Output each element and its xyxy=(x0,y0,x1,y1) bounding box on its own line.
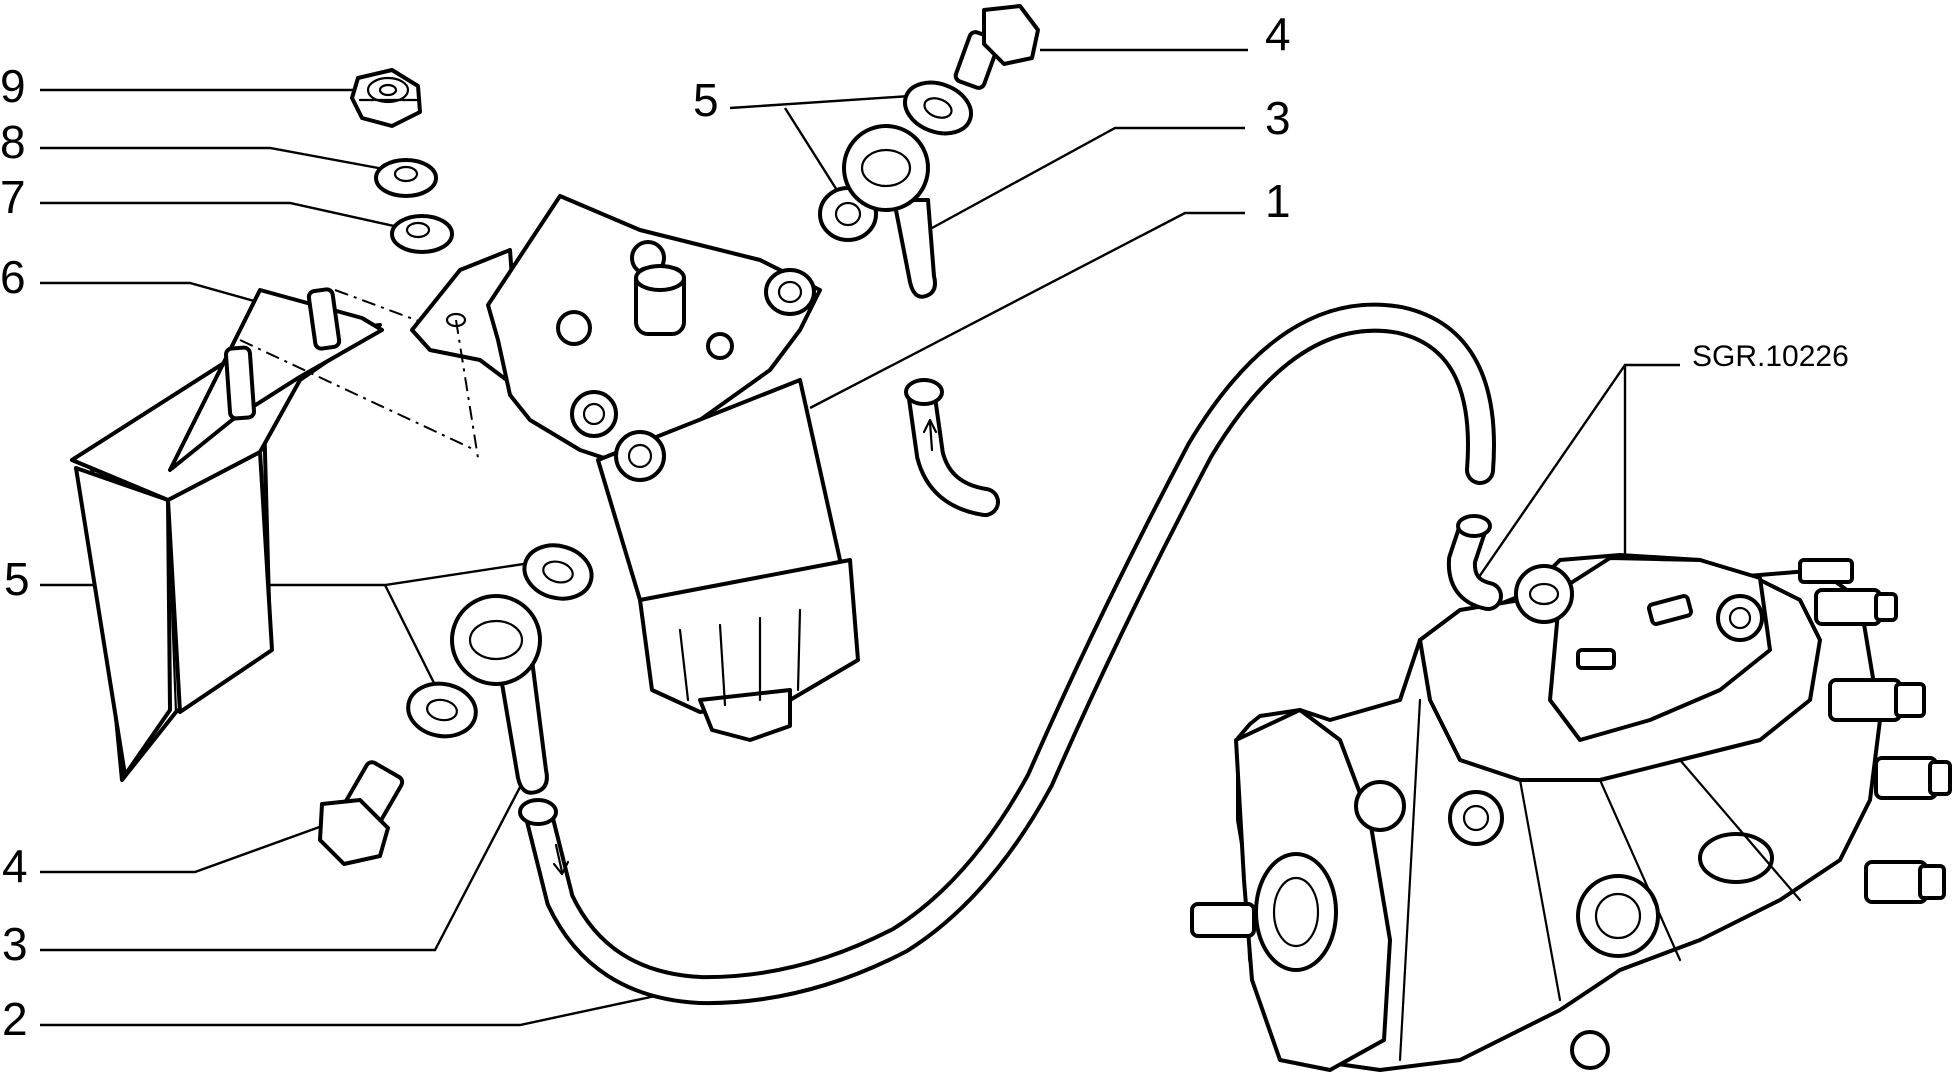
callout-5-left: 5 xyxy=(4,553,30,605)
pump-inlet-fitting xyxy=(1446,514,1574,624)
banjo-bolt-part-4-left xyxy=(318,760,405,866)
fuel-filter-part-1 xyxy=(410,194,860,742)
washer-part-5-left-a xyxy=(522,543,594,601)
delivery-valve-4 xyxy=(1814,588,1898,626)
washer-part-5-left-b xyxy=(406,681,478,739)
callout-4-top: 4 xyxy=(1265,8,1291,60)
callout-9: 9 xyxy=(0,60,26,112)
callout-4-left: 4 xyxy=(2,840,28,892)
callout-7: 7 xyxy=(0,171,26,223)
callout-labels: 9 8 7 6 5 4 3 2 5 4 3 1 SGR.10226 xyxy=(0,8,1849,1045)
callout-3-top: 3 xyxy=(1265,92,1291,144)
leader-lines xyxy=(40,48,1680,1027)
washer-part-5-top-a xyxy=(903,80,973,136)
callout-8: 8 xyxy=(0,116,26,168)
short-hose xyxy=(904,378,1000,517)
fuel-hose-part-2 xyxy=(518,302,1496,1006)
washer-part-7 xyxy=(390,214,454,254)
bracket-part-6 xyxy=(70,287,476,782)
drawing-reference-code: SGR.10226 xyxy=(1692,340,1849,373)
banjo-fitting-part-3-left xyxy=(450,594,549,795)
banjo-fitting-part-3-top xyxy=(842,124,937,299)
banjo-bolt-part-4-top xyxy=(953,4,1040,90)
washer-part-8 xyxy=(374,158,438,198)
delivery-valve-1 xyxy=(1828,678,1926,722)
delivery-valve-2 xyxy=(1874,756,1952,800)
callout-6: 6 xyxy=(0,251,26,303)
callout-5-top: 5 xyxy=(693,74,719,126)
callout-2: 2 xyxy=(2,993,28,1045)
callout-3-left: 3 xyxy=(2,918,28,970)
nut-part-9 xyxy=(350,68,422,128)
delivery-valve-3 xyxy=(1864,860,1946,904)
injection-pump xyxy=(1190,514,1952,1072)
callout-1: 1 xyxy=(1265,175,1291,227)
